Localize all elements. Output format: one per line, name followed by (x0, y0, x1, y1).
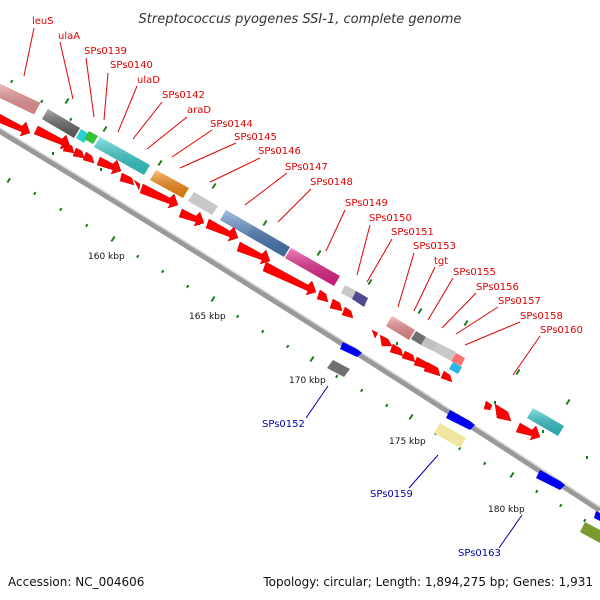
gene-araD (188, 192, 218, 215)
reverse-feature-track (327, 342, 600, 543)
gene-label: leuS (32, 16, 54, 27)
gene-label: SPs0153 (413, 241, 456, 252)
accession-text: Accession: NC_004606 (8, 575, 144, 589)
gene-SPs0159 (446, 410, 475, 430)
cds-arrow (82, 151, 95, 164)
gene-SPs0148 (352, 291, 368, 307)
gene-tgt (421, 337, 438, 351)
gene-label: araD (187, 105, 211, 116)
gene-label: SPs0146 (258, 146, 301, 157)
gene-SPs0157 (449, 362, 462, 374)
gene-label: SPs0144 (210, 119, 253, 130)
cds-arrow (423, 361, 441, 377)
gene-label: SPs0152 (262, 419, 305, 430)
gene-label: SPs0159 (370, 489, 413, 500)
forward-feature-track (0, 84, 564, 436)
gene-label: SPs0158 (520, 311, 563, 322)
leader-lines-forward (23, 27, 541, 376)
gene-label: SPs0149 (345, 198, 388, 209)
gene-SPs0159-block (434, 423, 466, 448)
cds-arrow (494, 403, 512, 422)
gene-label: SPs0163 (458, 548, 501, 559)
gene-label: SPs0155 (453, 267, 496, 278)
cds-arrow (515, 422, 541, 441)
cds-arrow (371, 329, 379, 339)
gene-label: SPs0156 (476, 282, 519, 293)
cds-arrow (96, 156, 122, 175)
gene-SPs0152-block (327, 360, 350, 377)
gene-SPs0153 (411, 331, 426, 345)
gene-label: SPs0148 (310, 177, 353, 188)
forward-gene-labels: leuS ulaA SPs0139 SPs0140 ulaD SPs0142 a… (32, 16, 583, 336)
gene-block-blue-edge (594, 511, 600, 521)
cds-arrow (139, 183, 179, 209)
cds-arrow (379, 334, 393, 347)
scale-label: 165 kbp (189, 312, 226, 322)
genome-backbone (0, 127, 600, 513)
gene-label: SPs0151 (391, 227, 434, 238)
gene-label: SPs0139 (84, 46, 127, 57)
forward-cds-track (0, 114, 541, 441)
gene-label: SPs0150 (369, 213, 412, 224)
gene-label: ulaD (137, 75, 160, 86)
gene-SPs0152 (340, 342, 362, 357)
scale-label: 180 kbp (488, 505, 525, 515)
cds-arrow (440, 370, 453, 383)
scale-label: 170 kbp (289, 376, 326, 386)
cds-arrow (236, 241, 271, 265)
gene-label: SPs0157 (498, 296, 541, 307)
gene-label: SPs0142 (162, 90, 205, 101)
scale-label: 175 kbp (389, 437, 426, 447)
reverse-gene-labels: SPs0152 SPs0159 SPs0163 (262, 419, 501, 559)
scale-labels: 160 kbp 165 kbp 170 kbp 175 kbp 180 kbp (88, 252, 525, 515)
cds-arrow (329, 298, 343, 312)
gene-SPs0156 (451, 353, 465, 366)
cds-arrow (262, 261, 317, 296)
gene-label: SPs0147 (285, 162, 328, 173)
gene-label: SPs0140 (110, 60, 153, 71)
gene-label: SPs0160 (540, 325, 583, 336)
gene-label: tgt (434, 256, 448, 267)
gene-label: ulaA (58, 31, 80, 42)
cds-arrow (133, 179, 141, 191)
cds-arrow (401, 350, 416, 363)
gene-SPs0163 (536, 470, 565, 490)
leader-lines-reverse (305, 385, 523, 549)
cds-arrow (178, 208, 205, 227)
gene-SPs0140 (84, 131, 98, 144)
cds-arrow (0, 114, 31, 137)
cds-arrow (341, 306, 354, 319)
cds-arrow (205, 218, 239, 242)
cds-arrow (72, 147, 85, 159)
topology-text: Topology: circular; Length: 1,894,275 bp… (262, 575, 593, 589)
map-title: Streptococcus pyogenes SSI-1, complete g… (139, 12, 462, 27)
gene-SPs0155 (433, 343, 456, 361)
cds-arrow (119, 172, 135, 186)
cds-arrow (316, 289, 329, 303)
gene-label: SPs0145 (234, 132, 277, 143)
cds-arrow (483, 400, 493, 411)
gene-SPs0147 (341, 285, 356, 299)
scale-label: 160 kbp (88, 252, 125, 262)
gene-block-olive (580, 522, 600, 543)
